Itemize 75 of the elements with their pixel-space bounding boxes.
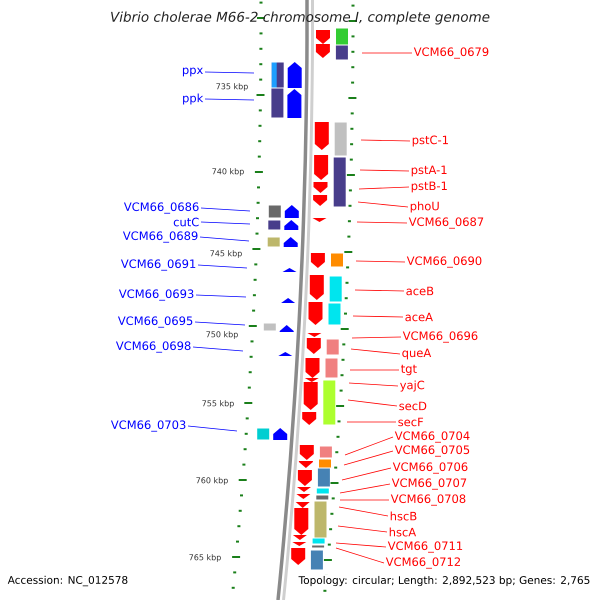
leader-line (336, 548, 384, 564)
gene-label: VCM66_0705 (394, 445, 470, 457)
gene-label: VCM66_0696 (402, 331, 478, 343)
gene-label: VCM66_0693 (118, 289, 194, 301)
gene-label: ppx (182, 68, 203, 76)
gene-label: aceA (405, 312, 433, 322)
leader-line (348, 400, 398, 406)
leader-line (194, 322, 246, 326)
gene-label: VCM66_0703 (110, 420, 186, 432)
leader-line (356, 260, 406, 262)
gene-label: secD (399, 402, 426, 410)
leader-line (336, 542, 386, 548)
gene-label: pstC-1 (412, 136, 448, 146)
leader-line (360, 140, 410, 142)
scale-label: 760 kbp (196, 477, 228, 485)
leader-line (354, 290, 404, 292)
leader-line (340, 484, 390, 494)
gene-label: queA (402, 348, 432, 360)
genome-stats-text: Topology: circular; Length: 2,892,523 bp; Genes: 2,765 (297, 574, 592, 588)
gene-label: aceB (406, 286, 434, 296)
leader-line (198, 264, 248, 268)
leader-line (362, 52, 412, 54)
gene-label: yajC (400, 380, 424, 392)
gene-label: VCM66_0687 (408, 217, 484, 229)
gene-label: secF (398, 418, 424, 426)
gene-label: VCM66_0698 (116, 341, 190, 353)
leader-line (344, 436, 394, 456)
gene-label: VCM66_0704 (394, 431, 470, 443)
leader-line (200, 222, 250, 224)
gene-label: tgt (401, 364, 417, 376)
leader-line (356, 222, 408, 224)
gene-label: cutC (174, 218, 199, 226)
gene-label: VCM66_0711 (388, 541, 462, 553)
leader-line (204, 72, 254, 74)
leader-line (200, 236, 250, 242)
leader-line (352, 316, 404, 318)
scale-label: 740 kbp (212, 168, 244, 176)
leader-line (352, 336, 402, 338)
leader-line (348, 382, 398, 386)
leader-line (188, 426, 238, 432)
accession-text: Accession: NC_012578 (6, 574, 130, 588)
gene-label: VCM66_0712 (386, 557, 460, 569)
scale-label: 735 kbp (216, 83, 248, 91)
gene-label: VCM66_0679 (414, 47, 488, 59)
gene-label: VCM66_0707 (392, 478, 466, 490)
gene-label: pstA-1 (412, 166, 447, 176)
map-title: Vibrio cholerae M66-2 chromosome I, complete genome (111, 11, 490, 25)
gene-label: VCM66_0686 (124, 202, 199, 214)
gene-label: VCM66_0708 (390, 494, 466, 506)
gene-label: phoU (410, 201, 439, 213)
leader-line (350, 348, 400, 354)
leader-line (358, 186, 410, 190)
gene-label: VCM66_0695 (118, 316, 192, 328)
leader-line (338, 506, 388, 516)
leader-line (342, 468, 392, 480)
gene-label: VCM66_0691 (120, 259, 196, 271)
leader-line (358, 202, 408, 208)
leader-line (344, 450, 394, 466)
gene-label: hscB (390, 512, 416, 520)
leader-line (196, 294, 246, 298)
leader-line (338, 526, 388, 532)
scale-label: 750 kbp (206, 331, 238, 339)
leader-line (200, 208, 250, 212)
gene-label: VCM66_0689 (122, 231, 198, 243)
gene-label: VCM66_0706 (392, 462, 468, 474)
gene-label: hscA (390, 528, 416, 536)
gene-label: pstB-1 (412, 182, 447, 192)
leader-line (204, 98, 254, 100)
leader-line (360, 170, 410, 172)
scale-label: 745 kbp (210, 250, 242, 258)
leader-line (192, 346, 244, 352)
scale-label: 765 kbp (189, 554, 221, 562)
scale-label: 755 kbp (202, 400, 234, 408)
gene-label: VCM66_0690 (406, 256, 482, 268)
gene-label: ppk (183, 93, 204, 105)
